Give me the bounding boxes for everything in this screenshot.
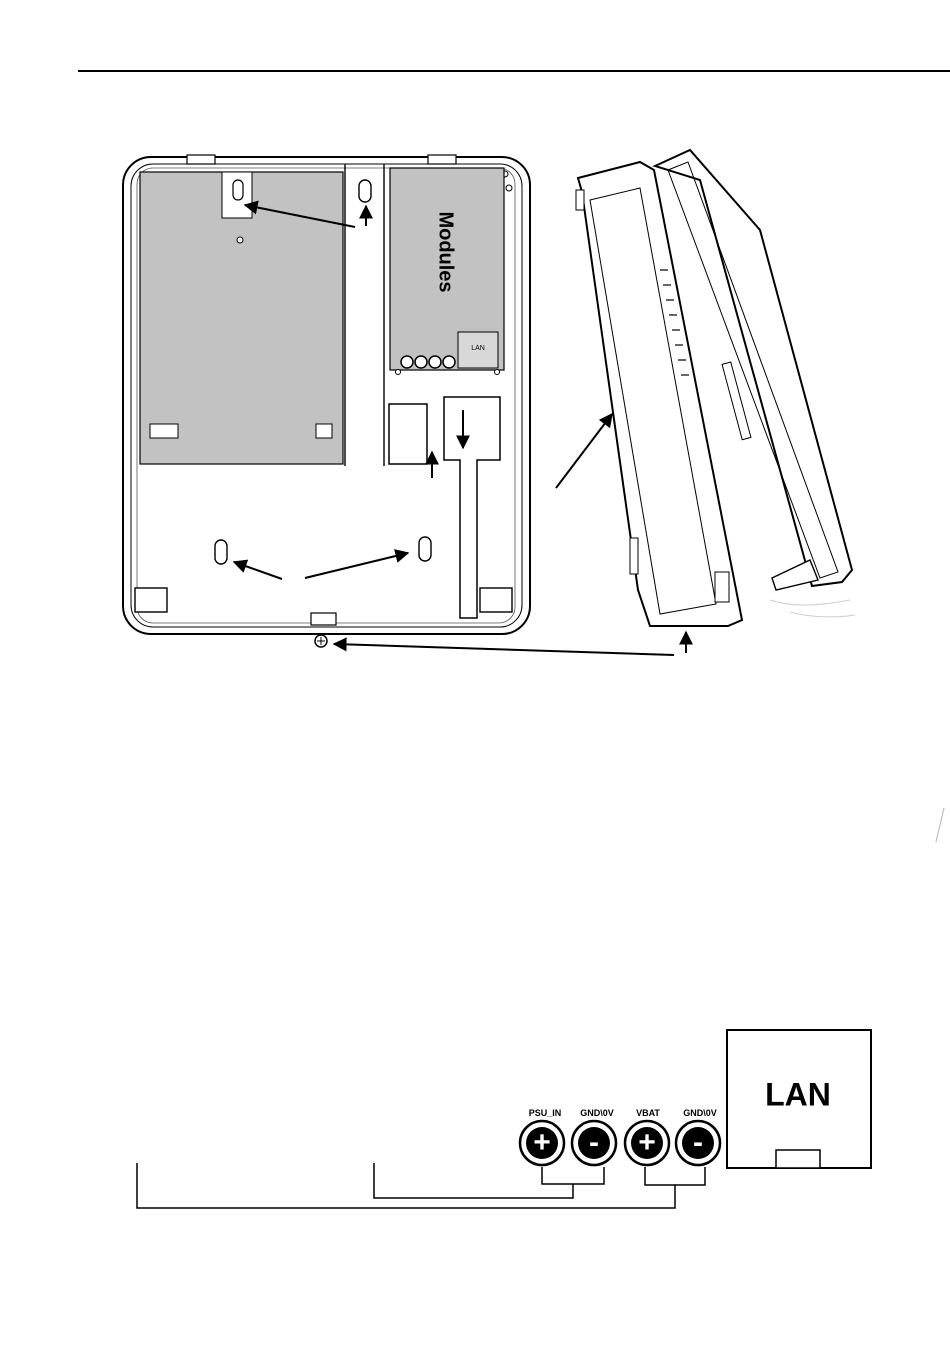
bottom-clip-left: [135, 588, 167, 612]
side-latch: [576, 190, 584, 210]
modules-label: Modules: [435, 211, 457, 292]
side-latch: [630, 538, 638, 574]
terminal-vbat-plus: VBAT +: [625, 1108, 669, 1165]
mounting-slot-bottom-left: [215, 540, 227, 564]
board-hole: [237, 237, 243, 243]
terminal-label: GND\0V: [683, 1108, 717, 1118]
terminal-wiring: PSU_IN + GND\0V - VBAT + GND\0V - LA: [137, 1030, 871, 1208]
terminal-symbol: +: [533, 1126, 551, 1159]
mounting-slot-top: [359, 180, 371, 202]
terminal-label: GND\0V: [580, 1108, 614, 1118]
terminal-vbat-minus: GND\0V -: [676, 1108, 720, 1165]
lan-connector-latch: [776, 1150, 820, 1168]
lan-connector-label: LAN: [765, 1076, 831, 1112]
board-clip: [150, 424, 178, 438]
terminal-label: VBAT: [636, 1108, 660, 1118]
arrow-to-side-latch: [556, 414, 612, 488]
side-latch: [715, 572, 729, 602]
terminal-psu-minus: GND\0V -: [572, 1108, 616, 1165]
board-hole: [396, 370, 401, 375]
keyhole-slot: [233, 180, 243, 200]
terminal-symbol: -: [589, 1126, 599, 1159]
board-hole: [495, 370, 500, 375]
top-clip-right: [428, 155, 456, 164]
terminal-psu-plus: PSU_IN +: [520, 1108, 564, 1165]
psu-pair-link: [542, 1167, 604, 1184]
cover-latch: [722, 362, 751, 440]
bottom-clip-right: [480, 588, 512, 612]
scuff-lines: [770, 600, 855, 617]
battery-bay: [389, 404, 427, 464]
arrow-to-tamper-screw: [334, 644, 674, 655]
terminal-symbol: -: [693, 1126, 703, 1159]
terminal-label: PSU_IN: [529, 1108, 562, 1118]
edge-mark: [936, 808, 944, 842]
battery-pair-link: [645, 1167, 705, 1185]
board-clip: [316, 424, 332, 438]
enclosure-side-view: [576, 150, 944, 842]
terminal-symbol: +: [638, 1126, 656, 1159]
top-clip-left: [187, 155, 215, 164]
mounting-slot-bottom-right: [419, 537, 431, 561]
lan-connector: LAN: [727, 1030, 871, 1168]
bottom-tab: [311, 613, 336, 625]
psu-wire: [374, 1163, 573, 1198]
corner-hole: [506, 185, 512, 191]
mini-lan-label: LAN: [471, 345, 485, 352]
battery-wire: [137, 1163, 675, 1208]
